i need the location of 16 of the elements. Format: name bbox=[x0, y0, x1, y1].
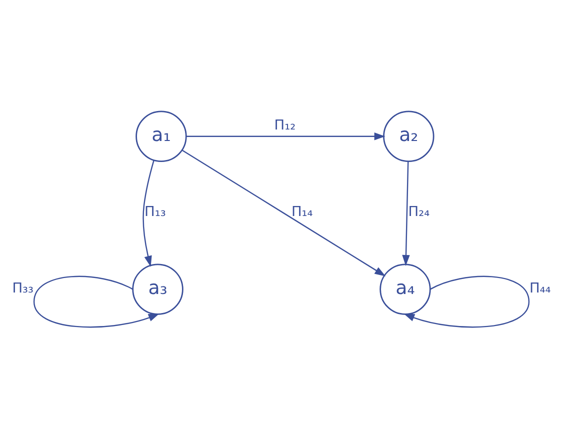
edge-label: П₁₃ bbox=[144, 204, 166, 220]
edge-label: П₃₃ bbox=[12, 280, 34, 297]
arrow bbox=[402, 162, 410, 266]
edge-label: П₄₄ bbox=[529, 280, 551, 297]
node-circle: a₁ bbox=[136, 110, 187, 162]
arrow bbox=[142, 160, 154, 267]
edge-label: П₂₄ bbox=[408, 204, 430, 220]
edge-label: П₁₂ bbox=[274, 117, 296, 134]
node-circle: a₃ bbox=[132, 264, 184, 315]
edge-label: П₁₄ bbox=[291, 204, 313, 220]
arrow bbox=[404, 276, 530, 328]
node-circle: a₂ bbox=[383, 110, 434, 162]
arrow bbox=[186, 132, 386, 140]
node-circle: a₄ bbox=[380, 264, 431, 315]
arrow bbox=[182, 150, 386, 276]
arrow bbox=[33, 276, 160, 328]
